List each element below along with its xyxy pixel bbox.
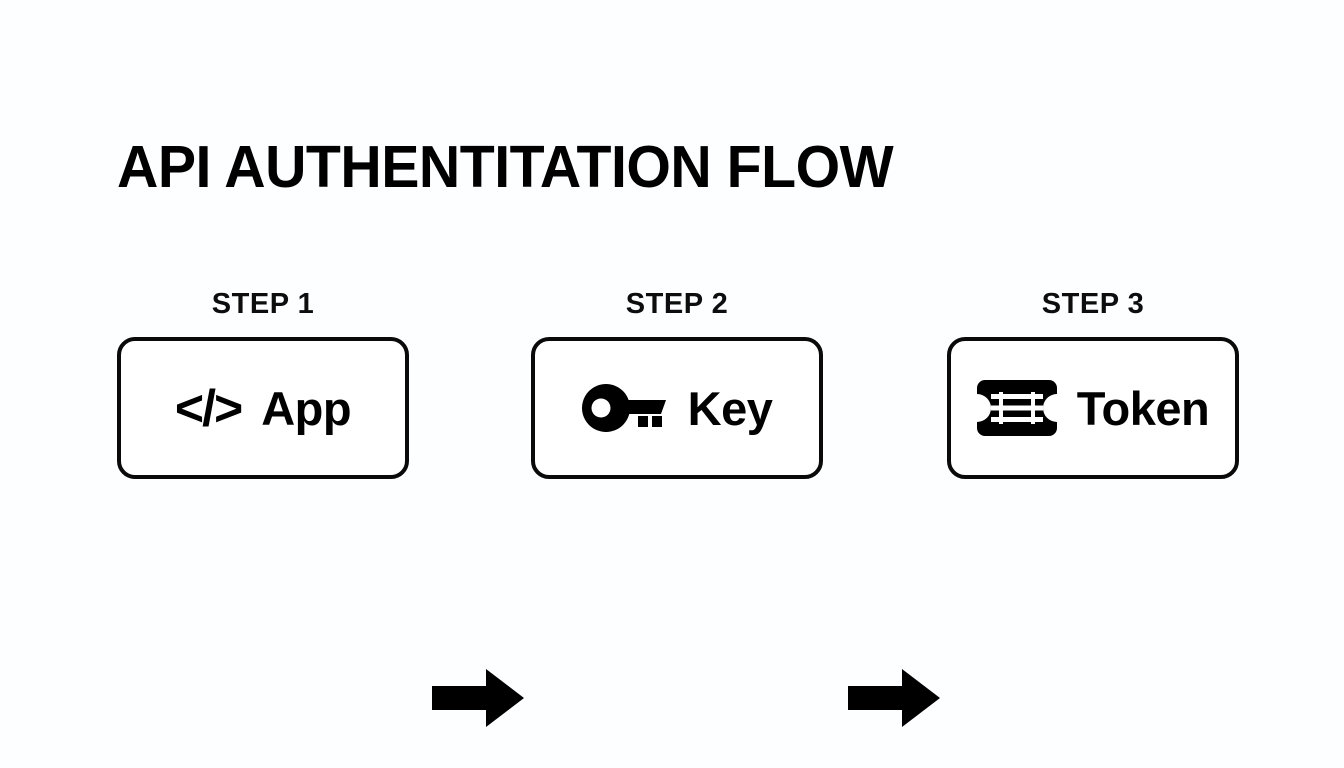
token-ticket-icon — [976, 380, 1057, 436]
step-2-card[interactable]: Key — [531, 337, 823, 479]
arrow-right-icon-1 — [432, 667, 524, 729]
key-icon — [581, 383, 668, 433]
step-3-card-label: Token — [1076, 381, 1210, 435]
step-3-card[interactable]: Token — [947, 337, 1239, 479]
flow-step-1: STEP 1 </> App — [117, 290, 409, 480]
step-3-label: STEP 3 — [1041, 288, 1145, 320]
page-title: API AUTHENTITATION FLOW — [117, 134, 894, 200]
flow-diagram: STEP 1 </> App STEP 2 — [0, 290, 1344, 727]
step-1-label: STEP 1 — [211, 288, 315, 320]
step-1-card-label: App — [261, 381, 352, 435]
step-2-card-label: Key — [687, 381, 773, 435]
step-2-label: STEP 2 — [625, 288, 729, 320]
code-brackets-icon: </> — [174, 379, 243, 437]
step-1-card[interactable]: </> App — [117, 337, 409, 479]
arrow-right-icon-2 — [848, 667, 940, 729]
flow-step-3: STEP 3 Token — [947, 290, 1239, 480]
flow-step-2: STEP 2 Key — [531, 290, 823, 480]
